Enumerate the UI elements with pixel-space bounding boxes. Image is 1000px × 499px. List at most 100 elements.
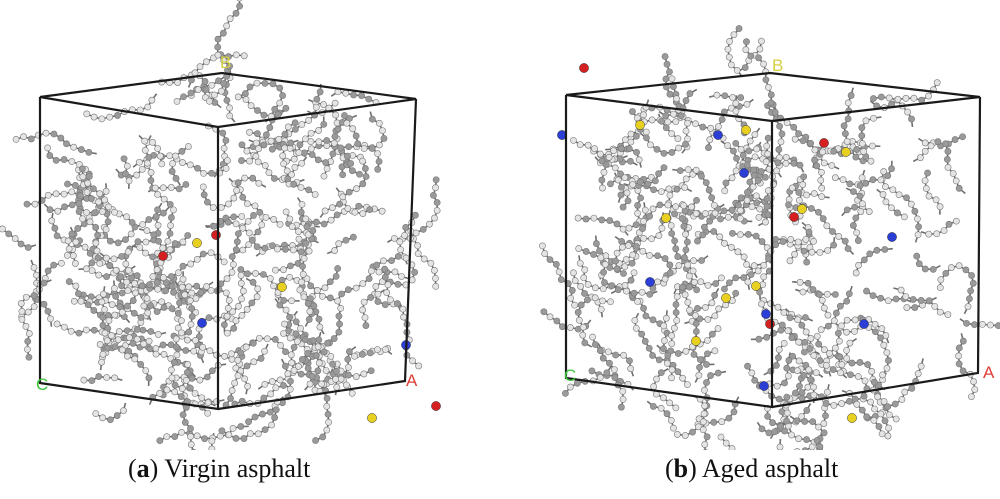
atom — [323, 426, 331, 434]
atom — [74, 225, 82, 232]
atom — [925, 230, 933, 238]
atom — [235, 302, 242, 310]
atom — [207, 287, 215, 294]
atom — [700, 410, 708, 418]
atom — [881, 246, 889, 253]
atom — [577, 301, 585, 309]
atom — [574, 214, 582, 222]
atom — [312, 218, 320, 226]
atom — [209, 204, 217, 211]
atom — [771, 108, 779, 116]
atom — [682, 140, 689, 148]
atom — [878, 325, 886, 333]
atom — [239, 193, 247, 201]
atom — [861, 377, 869, 385]
atom — [694, 305, 701, 312]
atom — [31, 200, 39, 208]
atom — [858, 132, 866, 140]
atom — [260, 394, 268, 402]
atom — [236, 0, 243, 2]
atom — [800, 247, 808, 255]
atom — [788, 431, 795, 439]
atom — [42, 129, 50, 137]
atom — [178, 428, 186, 436]
atom — [690, 257, 697, 265]
atom — [203, 58, 210, 66]
atom — [149, 253, 157, 261]
atom — [674, 135, 682, 143]
atom — [909, 296, 917, 303]
atom — [233, 187, 241, 194]
atom — [179, 411, 187, 419]
atom — [298, 121, 306, 128]
atom — [969, 279, 977, 287]
oxygen-atom — [789, 212, 799, 222]
atom — [125, 334, 133, 342]
atom — [17, 240, 25, 248]
atom — [963, 319, 970, 327]
atom — [728, 206, 736, 214]
atom — [887, 204, 895, 212]
atom — [734, 248, 742, 256]
atom — [313, 95, 321, 103]
atom — [268, 378, 276, 385]
atom — [381, 301, 389, 309]
atom — [831, 291, 839, 298]
atom — [252, 270, 259, 277]
atom — [921, 139, 929, 147]
atom — [280, 266, 287, 274]
atom — [228, 350, 235, 358]
atom — [247, 102, 255, 110]
atom — [92, 239, 100, 247]
atom — [882, 198, 890, 206]
atom — [243, 305, 251, 313]
atom — [167, 222, 174, 229]
atom — [664, 118, 672, 126]
atom — [330, 335, 338, 342]
atom — [129, 339, 137, 347]
atom — [538, 242, 546, 250]
atom — [681, 291, 689, 299]
atom — [265, 169, 273, 177]
atom — [830, 401, 838, 409]
atom — [640, 111, 647, 119]
caption-open: ( — [665, 454, 674, 483]
atom — [222, 164, 230, 172]
atom — [858, 140, 866, 148]
atom — [273, 245, 281, 253]
atom — [722, 439, 730, 447]
atom — [824, 311, 832, 319]
atom — [147, 328, 155, 335]
atom — [383, 289, 391, 297]
caption-text: Virgin asphalt — [158, 454, 311, 483]
atom — [95, 198, 102, 206]
atom — [910, 94, 918, 102]
atom — [360, 145, 368, 152]
atom — [931, 302, 939, 310]
atom — [621, 282, 629, 289]
atom — [254, 228, 262, 236]
simulation-cell-box — [38, 71, 418, 411]
atom — [858, 124, 866, 132]
atom — [235, 230, 242, 238]
atom — [811, 156, 818, 164]
atom — [808, 443, 816, 450]
atom — [106, 416, 114, 424]
oxygen-atom — [158, 251, 168, 261]
atom — [610, 366, 618, 374]
atom — [663, 359, 671, 367]
atom — [819, 215, 827, 223]
atom — [835, 337, 843, 345]
atom — [245, 241, 253, 249]
atom — [858, 406, 866, 414]
atom — [925, 192, 933, 200]
atom — [798, 394, 806, 402]
atom — [210, 222, 218, 230]
atom — [171, 388, 179, 396]
atom — [102, 226, 110, 233]
atom — [579, 323, 587, 331]
atom — [639, 247, 647, 255]
nitrogen-atom — [739, 168, 749, 178]
atom — [61, 203, 68, 211]
atom — [724, 213, 732, 221]
